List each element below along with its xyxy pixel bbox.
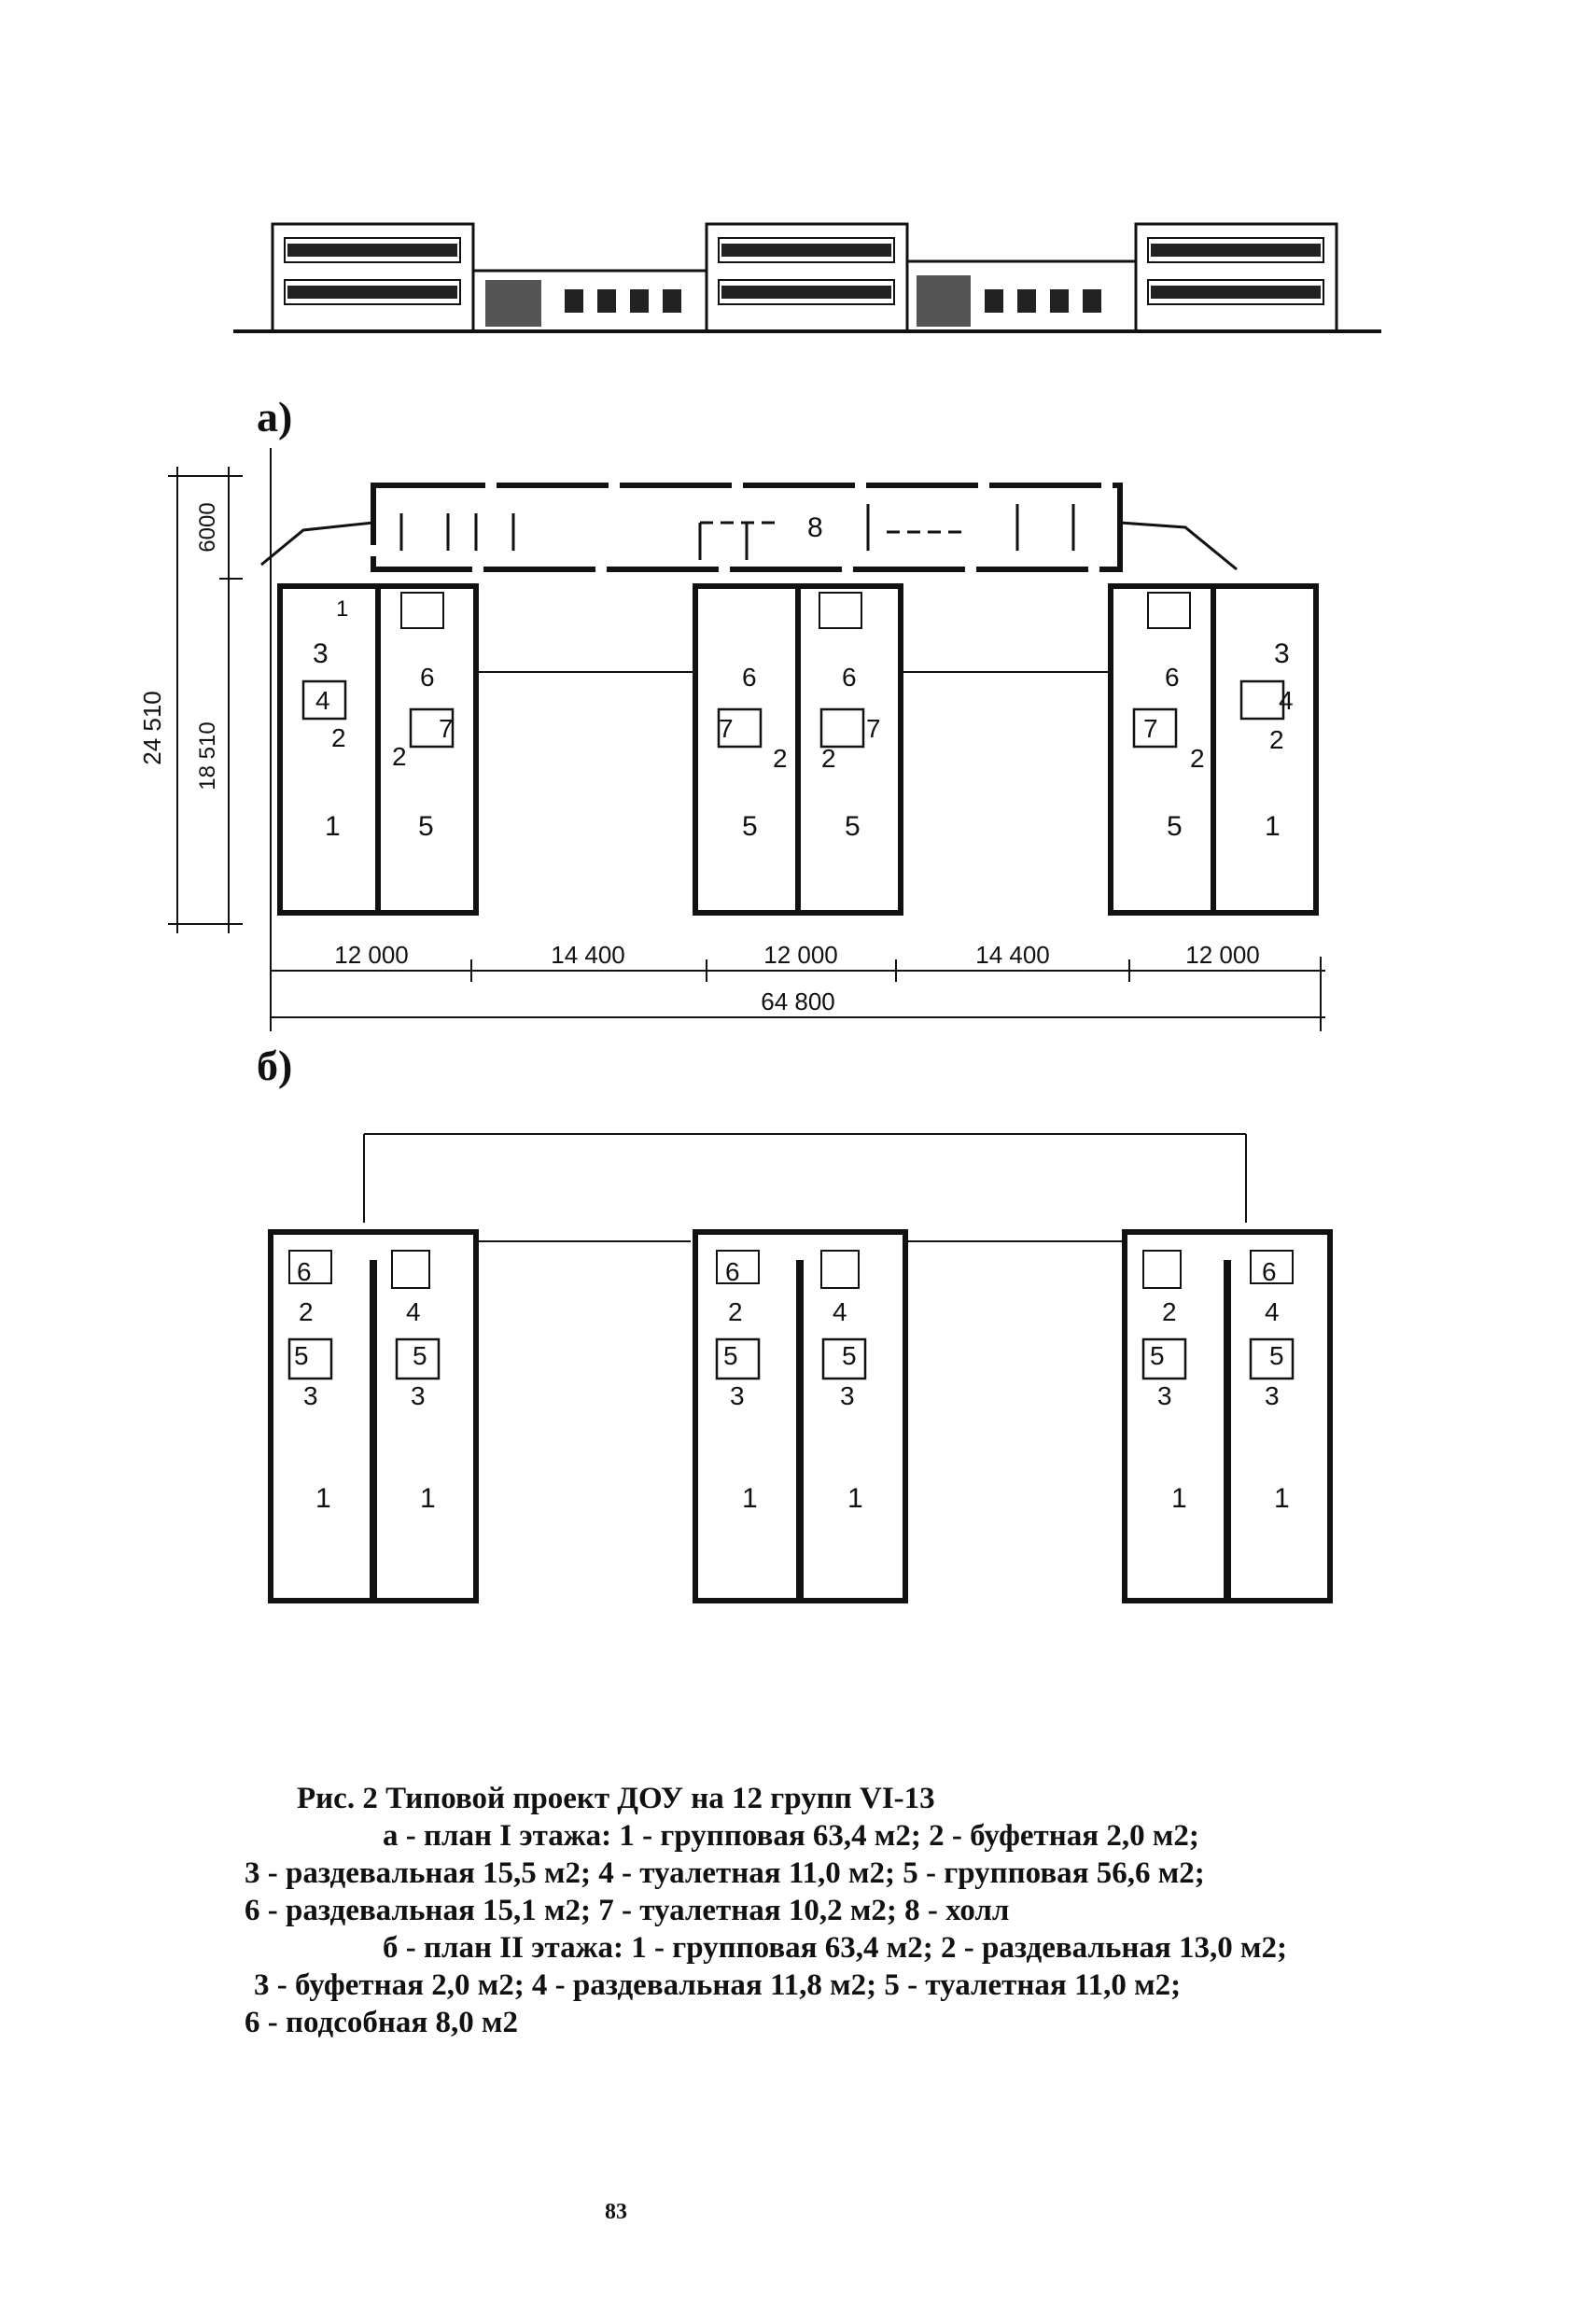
room-label: 5: [723, 1341, 738, 1370]
figure-label-b: б): [257, 1042, 293, 1089]
room-label: 6: [1262, 1257, 1277, 1286]
room-label: 6: [742, 663, 757, 692]
room-label: 1: [1171, 1483, 1187, 1514]
dim-h1: 12 000: [334, 941, 409, 969]
caption-line-2: а - план I этажа: 1 - групповая 63,4 м2;…: [383, 1819, 1199, 1853]
room-label: 2: [821, 744, 836, 773]
ground-floor-plan: 24 510 6000 18 510 12 000 14 400 12 000 …: [140, 448, 1325, 1031]
dim-total: 64 800: [761, 987, 835, 1015]
room-label: 7: [719, 714, 734, 743]
caption-line-6: 3 - буфетная 2,0 м2; 4 - раздевальная 11…: [254, 1968, 1182, 2002]
figure-label-a: а): [257, 393, 293, 441]
room-label: 3: [411, 1381, 426, 1410]
room-label: 5: [742, 811, 758, 842]
room-label: 6: [297, 1257, 312, 1286]
room-label: 4: [1265, 1297, 1280, 1326]
dim-h5: 12 000: [1185, 941, 1260, 969]
room-label: 1: [325, 811, 341, 842]
room-label: 3: [840, 1381, 855, 1410]
room-label: 5: [842, 1341, 857, 1370]
room-label: 7: [866, 714, 881, 743]
room-label: 2: [1190, 744, 1205, 773]
room-label: 5: [294, 1341, 309, 1370]
room-label: 1: [847, 1483, 863, 1514]
room-label: 5: [1167, 811, 1183, 842]
room-label: 4: [406, 1297, 421, 1326]
room-label: 4: [1279, 686, 1294, 715]
room-label: 5: [1150, 1341, 1165, 1370]
room-label: 4: [833, 1297, 847, 1326]
room-label: 6: [1165, 663, 1180, 692]
room-label: 5: [845, 811, 861, 842]
room-label: 2: [299, 1297, 314, 1326]
caption-line-1: Рис. 2 Типовой проект ДОУ на 12 групп VI…: [297, 1782, 935, 1815]
caption-line-4: 6 - раздевальная 15,1 м2; 7 - туалетная …: [245, 1894, 1010, 1927]
page-number: 83: [605, 2200, 627, 2224]
caption-line-3: 3 - раздевальная 15,5 м2; 4 - туалетная …: [245, 1856, 1205, 1890]
dim-vertical-top: 6000: [195, 502, 220, 552]
room-label: 1: [1274, 1483, 1290, 1514]
room-label: 3: [730, 1381, 745, 1410]
room-label: 6: [420, 663, 435, 692]
room-label: 2: [728, 1297, 743, 1326]
facade-elevation: [233, 222, 1381, 333]
dim-vertical-bottom: 18 510: [195, 721, 220, 790]
caption-line-7: 6 - подсобная 8,0 м2: [245, 2006, 518, 2039]
dim-h3: 12 000: [763, 941, 838, 969]
room-label: 1: [1265, 811, 1281, 842]
room-label: 4: [315, 686, 330, 715]
room-label: 7: [439, 714, 454, 743]
room-label: 5: [418, 811, 434, 842]
hall-label: 8: [807, 512, 823, 543]
room-label: 3: [303, 1381, 318, 1410]
room-label: 3: [1274, 638, 1290, 669]
dim-vertical-total: 24 510: [140, 691, 166, 765]
room-label: 6: [725, 1257, 740, 1286]
room-label: 5: [413, 1341, 427, 1370]
room-label: 5: [1269, 1341, 1284, 1370]
second-floor-plan: 6 2 5 3 1 4 5 3 1 6 2 5 3 1 4 5 3 1 2 5 …: [268, 1133, 1333, 1603]
dim-h4: 14 400: [975, 941, 1050, 969]
room-label: 1: [315, 1483, 331, 1514]
room-label: 2: [773, 744, 788, 773]
room-label: 3: [313, 638, 329, 669]
room-label: 6: [842, 663, 857, 692]
room-label: 2: [331, 723, 346, 752]
caption-line-5: б - план II этажа: 1 - групповая 63,4 м2…: [383, 1931, 1288, 1965]
room-label: 7: [1143, 714, 1158, 743]
room-label: 1: [742, 1483, 758, 1514]
room-label: 1: [420, 1483, 436, 1514]
room-label: 2: [1269, 725, 1284, 754]
room-label: 3: [1265, 1381, 1280, 1410]
room-label: 1: [336, 596, 348, 622]
room-label: 3: [1157, 1381, 1172, 1410]
room-label: 2: [1162, 1297, 1177, 1326]
room-label: 2: [392, 742, 407, 771]
dim-h2: 14 400: [551, 941, 625, 969]
